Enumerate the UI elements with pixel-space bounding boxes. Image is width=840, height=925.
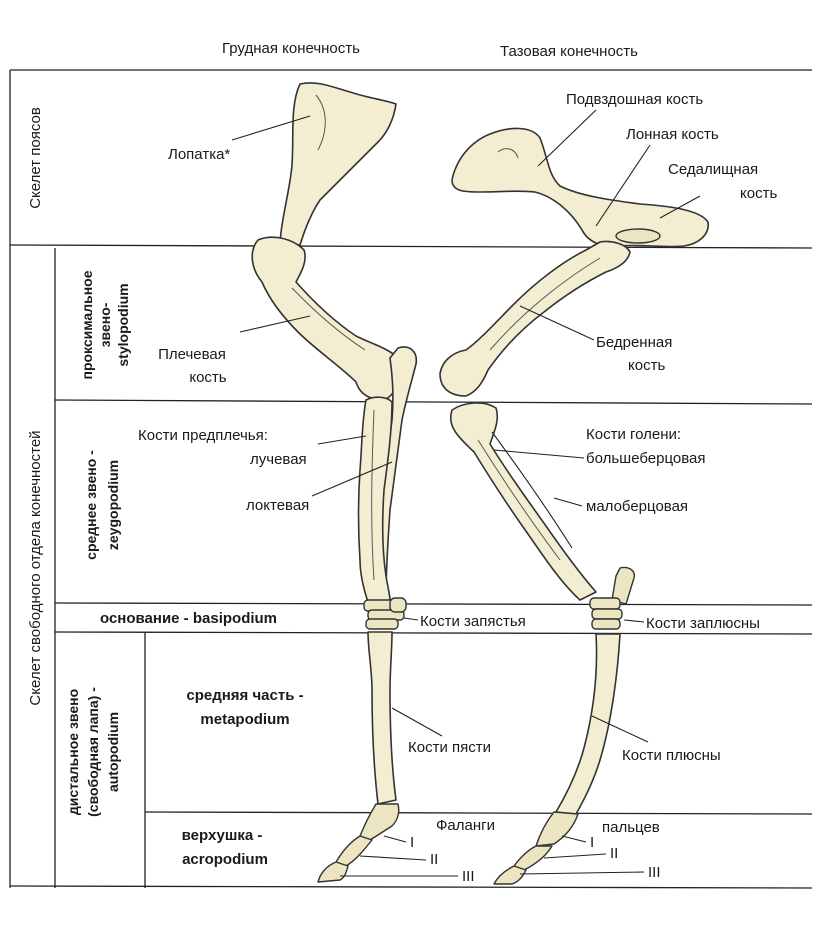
leader-femur [519, 305, 595, 341]
label-metapodium-1: средняя часть - [186, 687, 303, 704]
phalanx-3-hindlimb [493, 865, 527, 885]
label-metatarsus: Кости плюсны [622, 747, 721, 764]
label-phalanx-2-fore: II [430, 851, 438, 868]
tarsal-bone-1 [589, 597, 621, 610]
separator-proximal [54, 399, 813, 405]
pelvis-bone [451, 127, 709, 248]
label-pubis: Лонная кость [626, 126, 719, 143]
label-phalanx-1-fore: I [410, 834, 414, 851]
label-ischium-2: кость [740, 185, 777, 202]
label-shin-1: Кости голени: [586, 426, 681, 443]
label-metacarpus: Кости пясти [408, 739, 491, 756]
tarsal-bone-3 [591, 618, 621, 630]
label-fibula: малоберцовая [586, 498, 688, 515]
side-label-proximal-1: проксимальное [79, 270, 95, 379]
tibia-bone [449, 402, 597, 601]
metacarpus-bone [367, 631, 397, 805]
side-label-free-limb: Скелет свободного отдела конечностей [27, 430, 44, 705]
side-label-distal-3: autopodium [105, 712, 121, 792]
label-ilium: Подвздошная кость [566, 91, 703, 108]
humerus-bone [251, 236, 402, 400]
label-metapodium-2: metapodium [200, 711, 289, 728]
leader-metacarpus [391, 707, 443, 737]
separator-metapodium [144, 811, 813, 815]
label-carpus: Кости запястья [420, 613, 526, 630]
leader-phalanx-2-hind [543, 853, 607, 859]
label-basipodium: основание - basipodium [100, 610, 277, 627]
carpal-bone-3 [365, 618, 399, 630]
side-label-proximal-2: звено- [97, 302, 113, 347]
leader-scapula [231, 115, 311, 141]
phalanx-2-forelimb [335, 835, 373, 867]
label-ulna: локтевая [246, 497, 309, 514]
side-label-proximal-3: stylopodium [115, 283, 131, 366]
scapula-bone [279, 82, 397, 246]
phalanx-1-hindlimb [535, 811, 579, 847]
separator-girdle [9, 244, 813, 249]
label-ischium-1: Седалищная [668, 161, 758, 178]
label-femur-1: Бедренная [596, 334, 672, 351]
leader-pubis [595, 144, 651, 227]
side-label-distal-2: (свободная лапа) - [85, 687, 101, 817]
side-label-middle-2: zeygopodium [105, 460, 121, 550]
side-label-girdle: Скелет поясов [27, 107, 44, 209]
label-tarsus: Кости заплюсны [646, 615, 760, 632]
separator-basipodium [54, 631, 813, 635]
leader-metatarsus [591, 715, 649, 743]
leader-carpus [403, 617, 419, 621]
leader-ilium [537, 109, 597, 167]
label-acropodium-1: верхушка - [182, 827, 263, 844]
label-femur-2: кость [628, 357, 665, 374]
label-scapula: Лопатка* [168, 146, 230, 163]
label-forearm-1: Кости предплечья: [138, 427, 268, 444]
label-acropodium-2: acropodium [182, 851, 268, 868]
carpal-bone-accessory [389, 597, 407, 613]
leader-radius [317, 435, 367, 445]
separator-middle [54, 602, 813, 606]
leader-phalanx-1-fore [383, 835, 407, 843]
obturator-region [615, 228, 661, 244]
leader-ulna [311, 461, 393, 497]
phalanx-1-forelimb [359, 803, 400, 841]
label-phalanx-1-hind: I [590, 834, 594, 851]
label-phalanx-3-fore: III [462, 868, 475, 885]
fibula-bone [491, 431, 573, 549]
leader-phalanx-2-fore [359, 855, 427, 861]
radius-bone [357, 396, 393, 603]
femur-bone [439, 240, 631, 397]
pelvic-limb-bones [439, 127, 709, 885]
leader-humerus [239, 315, 311, 333]
header-pelvic-limb: Тазовая конечность [500, 43, 638, 60]
leader-tibia [493, 449, 585, 459]
phalanx-3-forelimb [317, 861, 349, 883]
leader-fibula [553, 497, 583, 507]
label-humerus-1: Плечевая [158, 346, 226, 363]
label-tibia: большеберцовая [586, 450, 706, 467]
leader-phalanx-1-hind [561, 835, 587, 843]
tarsal-bone-2 [591, 608, 623, 620]
label-radius: лучевая [250, 451, 307, 468]
separator-bottom [9, 885, 813, 889]
label-phalanx-3-hind: III [648, 864, 661, 881]
label-phalanx-2-hind: II [610, 845, 618, 862]
label-phalanges-1: Фаланги [436, 817, 495, 834]
leader-ischium [659, 195, 701, 219]
leader-phalanx-3-hind [519, 871, 645, 875]
thoracic-limb-bones [251, 82, 418, 883]
side-label-middle-1: среднее звено - [83, 450, 99, 560]
label-humerus-2: кость [189, 369, 226, 386]
header-thoracic-limb: Грудная конечность [222, 40, 360, 57]
leader-tarsus [623, 619, 645, 623]
side-label-distal-1: дистальное звено [65, 689, 81, 815]
label-phalanges-2: пальцев [602, 819, 660, 836]
